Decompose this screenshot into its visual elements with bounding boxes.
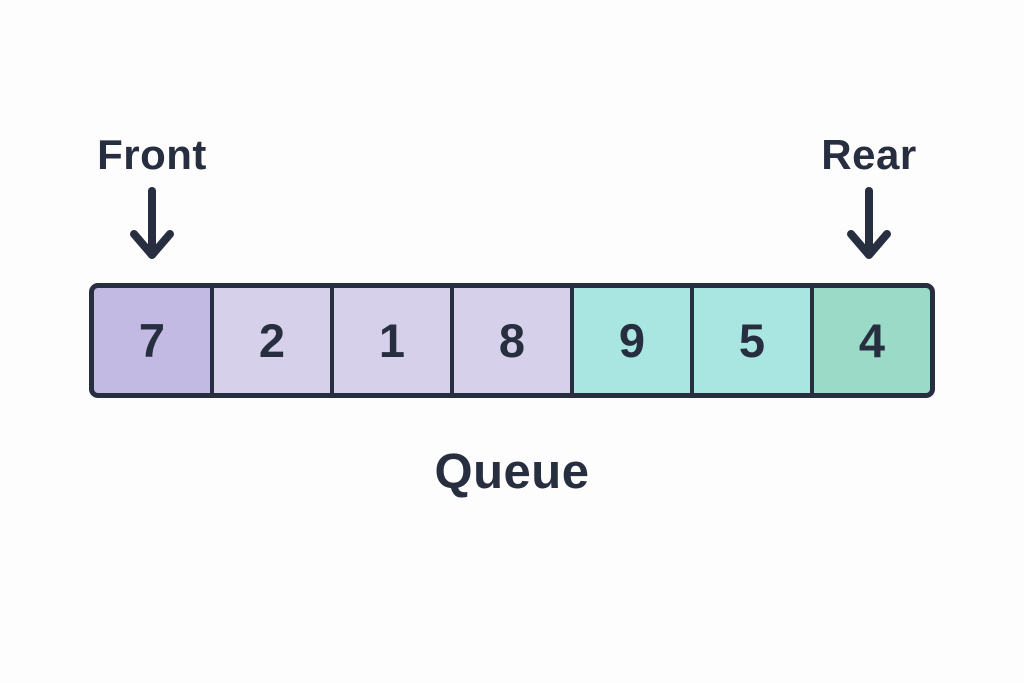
queue-cell-5: 5 [694,288,814,393]
front-pointer: Front [88,131,216,262]
rear-pointer: Rear [812,131,926,262]
queue-cell-4: 9 [574,288,694,393]
queue-cell-2: 1 [334,288,454,393]
front-label: Front [97,131,207,178]
front-down-arrow-icon [130,187,174,260]
queue-caption: Queue [434,445,590,499]
queue-cell-3: 8 [454,288,574,393]
queue-cell-0: 7 [94,288,214,393]
queue-cell-1: 2 [214,288,334,393]
rear-label: Rear [821,131,917,178]
rear-down-arrow-icon [847,187,891,260]
queue-cell-6: 4 [814,288,930,393]
